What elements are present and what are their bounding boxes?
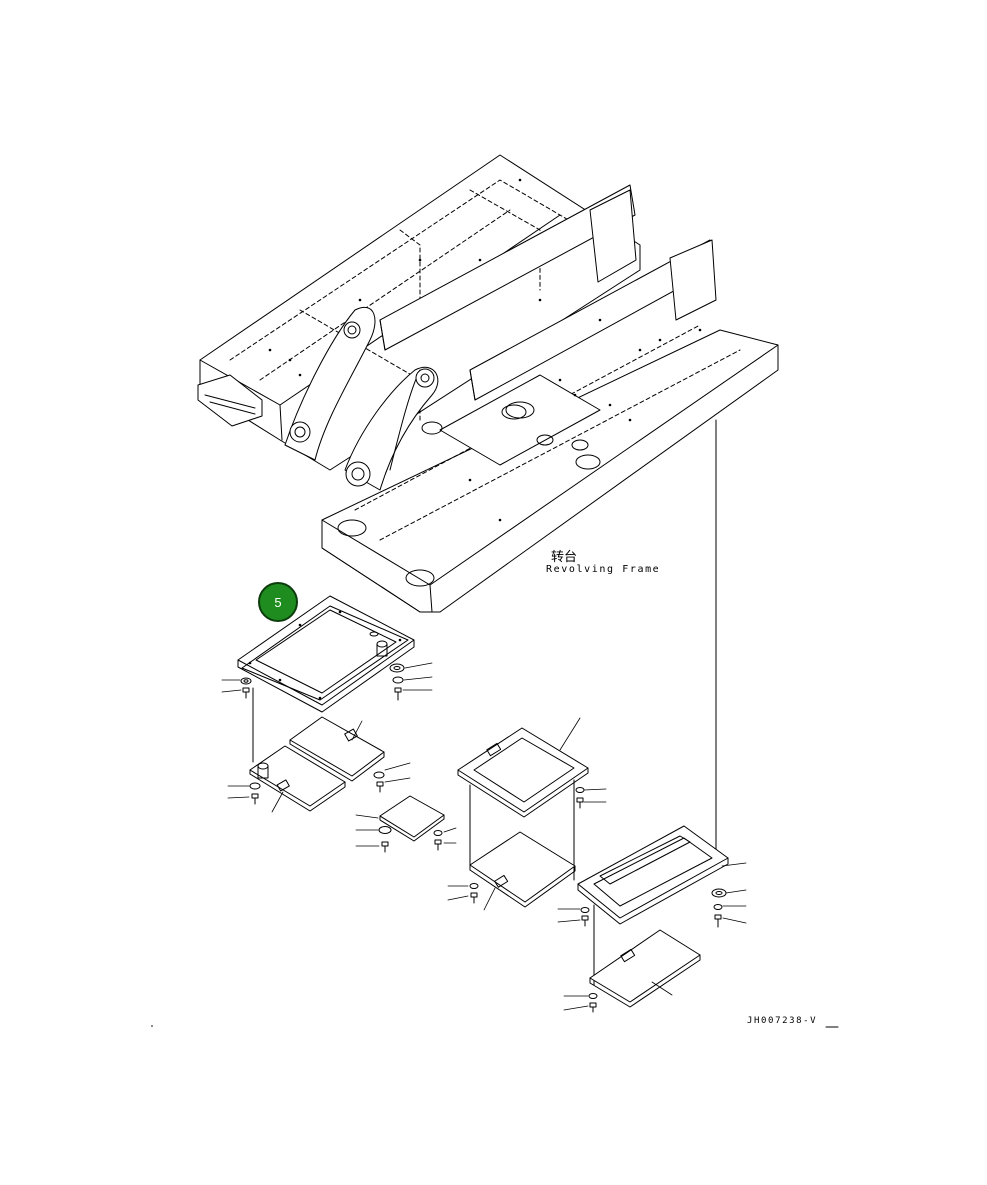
frame-label-cn: 转台 bbox=[551, 550, 578, 565]
callout-badge[interactable]: 5 bbox=[258, 582, 298, 622]
speck bbox=[151, 1025, 153, 1027]
frame-label-en: Revolving Frame bbox=[546, 564, 661, 575]
revolving-frame bbox=[198, 155, 778, 612]
callout-leaders bbox=[222, 663, 746, 1010]
cover-plate-small bbox=[380, 796, 444, 841]
cover-plate-frame-left bbox=[238, 596, 414, 712]
cover-plate-frame-right bbox=[578, 826, 728, 924]
drawing-reference: JH007238-V bbox=[747, 1016, 818, 1026]
callout-number: 5 bbox=[274, 594, 282, 610]
cover-plate-left-upper bbox=[290, 717, 384, 781]
cover-plate-frame-middle bbox=[458, 728, 588, 817]
cover-plate-middle bbox=[470, 832, 575, 907]
cover-plate-right-lower bbox=[590, 930, 700, 1007]
cover-plate-left-lower bbox=[250, 746, 345, 811]
